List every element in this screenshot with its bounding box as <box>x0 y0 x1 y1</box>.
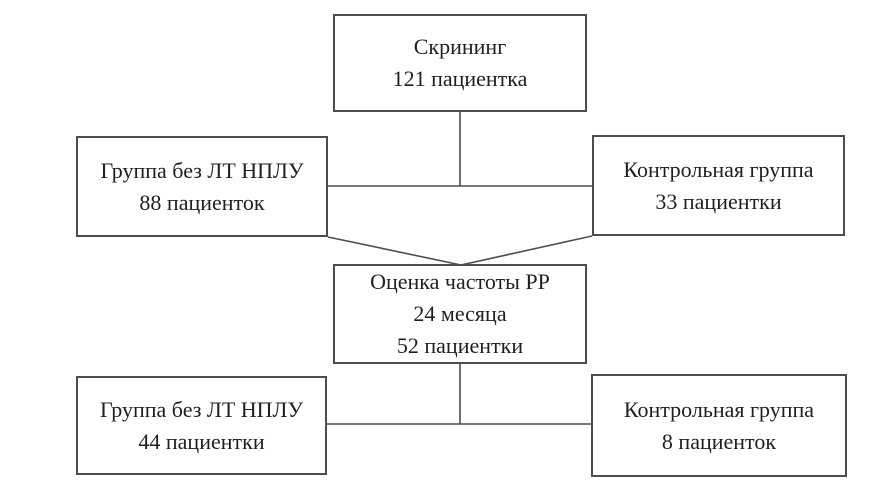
flowchart-box-screening: Скрининг 121 пациентка <box>333 14 587 112</box>
flowchart-box-control-group-1: Контрольная группа 33 пациентки <box>592 135 845 236</box>
flowchart-box-no-lt-group-2: Группа без ЛТ НПЛУ 44 пациентки <box>76 376 327 475</box>
box-no-lt-group-1-count: 88 пациенток <box>139 189 265 215</box>
box-control-group-1-title: Контрольная группа <box>623 156 814 182</box>
box-screening-count: 121 пациентка <box>392 66 528 91</box>
box-screening-title: Скрининг <box>413 34 507 59</box>
flowchart-box-no-lt-group-1: Группа без ЛТ НПЛУ 88 пациенток <box>76 136 328 237</box>
box-no-lt-group-1-title: Группа без ЛТ НПЛУ <box>100 157 304 183</box>
connector-diagonal-left <box>327 236 462 266</box>
flowchart-box-control-group-2: Контрольная группа 8 пациенток <box>591 374 847 477</box>
box-no-lt-group-2-title: Группа без ЛТ НПЛУ <box>99 396 304 422</box>
box-no-lt-group-2-count: 44 пациентки <box>138 428 265 454</box>
box-assessment-title: Оценка частоты РР <box>370 269 550 294</box>
box-assessment-duration: 24 месяца <box>413 301 507 326</box>
box-control-group-2-title: Контрольная группа <box>623 396 815 422</box>
box-control-group-1-count: 33 пациентки <box>655 188 782 214</box>
flowchart-box-assessment: Оценка частоты РР 24 месяца 52 пациентки <box>333 264 587 364</box>
box-control-group-2-count: 8 пациенток <box>661 428 777 454</box>
connector-diagonal-right <box>460 235 593 266</box>
box-assessment-count: 52 пациентки <box>396 333 524 358</box>
